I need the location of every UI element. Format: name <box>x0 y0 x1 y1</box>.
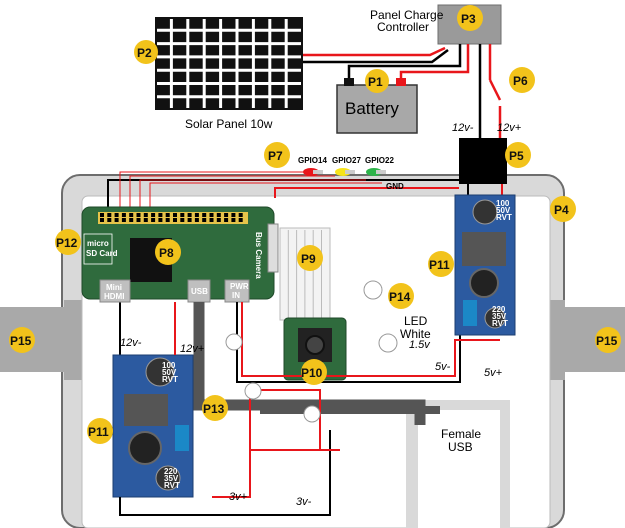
pi-usb-label: USB <box>191 287 208 296</box>
gpio-wire-3 <box>139 179 366 210</box>
led-white-5 <box>303 405 321 423</box>
tag-p15-left: P15 <box>9 327 35 353</box>
wire-to-left-red-main <box>274 187 459 198</box>
svg-text:P2: P2 <box>137 46 152 60</box>
voltage-5v-pos: 5v+ <box>484 367 503 379</box>
gnd-label: GND <box>386 182 404 191</box>
voltage-left-pos: 12v+ <box>180 343 205 355</box>
led-white-4 <box>244 382 262 400</box>
svg-text:P10: P10 <box>301 366 323 380</box>
wire-panel-red <box>303 46 446 57</box>
wire-5v-red <box>241 302 500 377</box>
voltage-top-neg: 12v- <box>452 122 474 134</box>
svg-text:P14: P14 <box>389 290 411 304</box>
tag-p13: P13 <box>202 395 228 421</box>
led-voltage: 1.5v <box>409 339 431 351</box>
pi-chip2 <box>83 233 113 265</box>
tag-p9: P9 <box>297 245 323 271</box>
svg-text:P4: P4 <box>554 203 569 217</box>
tag-p15-right: P15 <box>595 327 621 353</box>
tag-p4: P4 <box>550 196 576 222</box>
led-white-1 <box>363 280 383 300</box>
tag-p11-top: P11 <box>428 251 454 277</box>
usb-housing-inner <box>418 410 500 528</box>
gpio-wire-gnd <box>149 182 382 210</box>
svg-text:P12: P12 <box>56 236 78 250</box>
voltage-3v-pos: 3v+ <box>229 491 248 503</box>
pi-bus-camera-label: Bus Camera <box>254 232 263 279</box>
svg-text:P3: P3 <box>461 12 476 26</box>
svg-text:P7: P7 <box>268 149 283 163</box>
solar-panel-label: Solar Panel 10w <box>185 117 273 131</box>
svg-text:P6: P6 <box>513 74 528 88</box>
led-white-2 <box>378 333 398 353</box>
tag-p10: P10 <box>301 359 327 385</box>
voltage-top-pos: 12v+ <box>497 122 522 134</box>
switch-p6 <box>488 79 502 101</box>
gpio14-label: GPIO14 <box>298 156 327 165</box>
pi-camera-port <box>267 223 279 273</box>
svg-text:P1: P1 <box>368 75 383 89</box>
gpio-wire-2 <box>129 175 335 210</box>
battery-terminal-neg <box>344 78 354 86</box>
tag-p2: P2 <box>134 40 158 64</box>
tag-p8: P8 <box>155 239 181 265</box>
gpio22-label: GPIO22 <box>365 156 394 165</box>
connector-p5 <box>459 138 507 184</box>
svg-text:P8: P8 <box>159 246 174 260</box>
wire-battery-red <box>399 44 470 78</box>
svg-text:P15: P15 <box>596 334 618 348</box>
gpio-wire-1 <box>119 171 303 210</box>
tag-p12: P12 <box>55 229 81 255</box>
wire-battery-black <box>347 44 462 78</box>
gpio27-label: GPIO27 <box>332 156 361 165</box>
svg-text:P5: P5 <box>509 149 524 163</box>
tag-p5: P5 <box>505 142 531 168</box>
tag-p7: P7 <box>264 142 290 168</box>
svg-text:P9: P9 <box>301 252 316 266</box>
svg-text:P11: P11 <box>88 425 109 439</box>
camera-lens <box>305 335 325 355</box>
svg-text:P11: P11 <box>429 258 450 272</box>
tag-p11-left: P11 <box>87 418 113 444</box>
battery-label: Battery <box>345 99 399 118</box>
wire-panel-black <box>303 49 449 64</box>
svg-text:P13: P13 <box>203 402 225 416</box>
wire-3v-black <box>119 430 331 516</box>
battery-terminal-pos <box>396 78 406 86</box>
voltage-left-neg: 12v- <box>120 337 142 349</box>
tag-p14: P14 <box>388 283 414 309</box>
converter-top <box>454 194 516 336</box>
tag-p3: P3 <box>457 5 483 31</box>
gpio-leds <box>303 168 386 176</box>
usb-cable <box>193 302 426 425</box>
tag-p1: P1 <box>365 69 389 93</box>
solar-panel <box>155 17 303 110</box>
tag-p6: P6 <box>509 67 535 93</box>
led-white-3 <box>225 333 243 351</box>
voltage-3v-neg: 3v- <box>296 496 312 508</box>
converter-left <box>112 354 194 498</box>
svg-text:P15: P15 <box>10 334 32 348</box>
voltage-5v-neg: 5v- <box>435 361 451 373</box>
pi-mini-hdmi <box>99 279 131 303</box>
